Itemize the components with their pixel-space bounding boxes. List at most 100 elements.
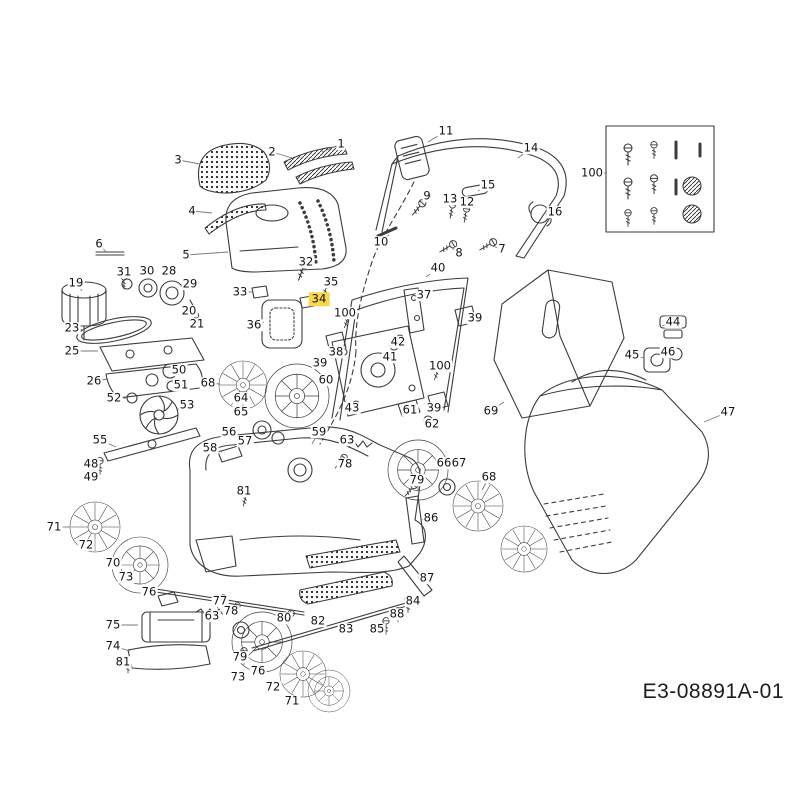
diagram-code: E3-08891A-01 <box>642 680 784 703</box>
part-number: 25 <box>63 343 81 358</box>
part-number: 65 <box>232 404 250 419</box>
part-number: 74 <box>104 638 122 653</box>
part-number: 31 <box>115 264 133 279</box>
part-number: 4 <box>187 203 197 218</box>
part-number: 36 <box>245 317 263 332</box>
part-number: 76 <box>140 584 158 599</box>
part-number: 21 <box>188 316 206 331</box>
part-number: 9 <box>422 188 432 203</box>
part-number: 55 <box>91 432 109 447</box>
part-number: 20 <box>180 303 198 318</box>
part-number: 15 <box>479 177 497 192</box>
part-number: 32 <box>297 254 315 269</box>
part-number: 29 <box>181 276 199 291</box>
rear-wheel-parts <box>387 439 548 573</box>
part-number: 100 <box>580 165 604 180</box>
part-number: 12 <box>458 194 476 209</box>
part-number: 6 <box>94 236 104 251</box>
part-number-highlighted: 34 <box>308 292 330 306</box>
part-number: 84 <box>404 593 422 608</box>
part-number: 59 <box>310 424 328 439</box>
part-number: 63 <box>338 432 356 447</box>
part-number: 83 <box>337 621 355 636</box>
part-number: 78 <box>336 456 354 471</box>
part-number: 63 <box>203 608 221 623</box>
part-number: 85 <box>368 621 386 636</box>
part-number: 60 <box>317 372 335 387</box>
part-number: 79 <box>231 649 249 664</box>
part-number: 56 <box>220 424 238 439</box>
hood-part <box>197 142 271 194</box>
part-number: 28 <box>160 263 178 278</box>
hardware-kit-box <box>605 125 715 233</box>
part-number: 52 <box>105 390 123 405</box>
part-number: 66 <box>435 455 453 470</box>
part-number: 19 <box>67 275 85 290</box>
part-number: 100 <box>428 358 452 373</box>
motor-cover-part <box>225 187 347 273</box>
part-number: 76 <box>249 663 267 678</box>
part-number: 23 <box>63 320 81 335</box>
part-number: 79 <box>408 472 426 487</box>
part-number: 35 <box>322 274 340 289</box>
part-number: 67 <box>450 455 468 470</box>
part-number: 26 <box>85 373 103 388</box>
part-number: 45 <box>623 347 641 362</box>
part-number: 69 <box>482 403 500 418</box>
part-number: 16 <box>546 204 564 219</box>
part-number: 62 <box>423 416 441 431</box>
part-number: 33 <box>231 284 249 299</box>
part-number: 100 <box>333 305 357 320</box>
part-number: 86 <box>422 510 440 525</box>
part-number: 81 <box>114 654 132 669</box>
part-number: 78 <box>222 603 240 618</box>
part-number: 71 <box>45 519 63 534</box>
part-number: 49 <box>82 469 100 484</box>
part-number: 57 <box>236 433 254 448</box>
part-number: 40 <box>429 260 447 275</box>
bottom-wheel-parts <box>214 593 351 713</box>
part-number: 44 <box>664 314 682 329</box>
front-wheel-parts <box>217 360 330 463</box>
part-number: 48 <box>82 456 100 471</box>
part-number: 50 <box>170 362 188 377</box>
blade-part <box>96 427 201 475</box>
bag-frame-part <box>493 269 625 419</box>
part-number: 10 <box>372 234 390 249</box>
part-number: 2 <box>267 144 277 159</box>
part-number: 5 <box>181 247 191 262</box>
part-number: 41 <box>381 349 399 364</box>
rear-flap-part <box>299 571 393 605</box>
battery-box-part <box>124 591 211 674</box>
part-number: 14 <box>522 140 540 155</box>
part-number: 30 <box>138 263 156 278</box>
part-number: 37 <box>415 287 433 302</box>
part-number: 43 <box>343 400 361 415</box>
part-number: 61 <box>401 402 419 417</box>
belt-part <box>76 316 152 344</box>
part-number: 39 <box>466 310 484 325</box>
part-number: 39 <box>311 355 329 370</box>
part-number: 8 <box>454 245 464 260</box>
part-number: 72 <box>264 679 282 694</box>
part-number: 81 <box>235 483 253 498</box>
part-number: 47 <box>719 404 737 419</box>
part-number: 82 <box>309 613 327 628</box>
part-number: 68 <box>199 375 217 390</box>
part-number: 68 <box>480 469 498 484</box>
part-number: 53 <box>178 397 196 412</box>
part-number: 46 <box>659 344 677 359</box>
part-number: 11 <box>437 123 455 138</box>
part-number: 80 <box>275 610 293 625</box>
part-number: 73 <box>229 669 247 684</box>
part-number: 64 <box>232 390 250 405</box>
part-number: 51 <box>172 377 190 392</box>
part-number: 88 <box>388 606 406 621</box>
part-number: 70 <box>104 555 122 570</box>
grass-bag-part <box>524 369 709 574</box>
part-number: 72 <box>77 537 95 552</box>
part-number: 71 <box>283 693 301 708</box>
part-number: 13 <box>441 191 459 206</box>
